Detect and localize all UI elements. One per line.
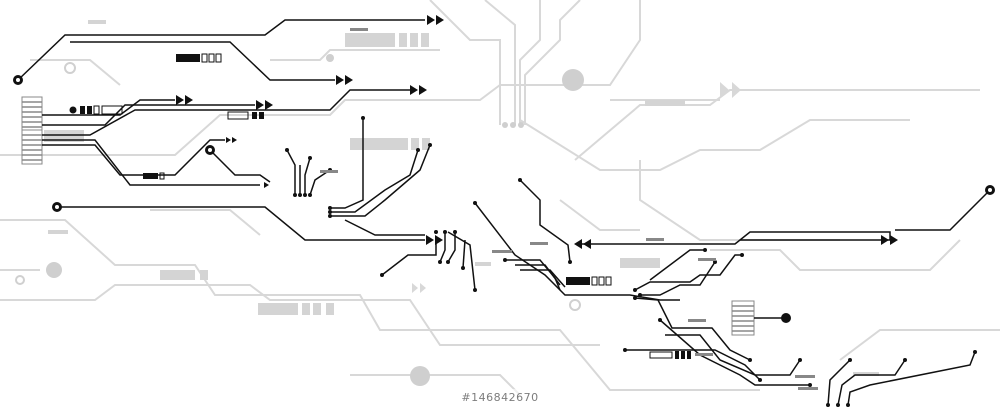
indicator-blocks bbox=[80, 53, 691, 359]
arrow-heads bbox=[176, 15, 898, 249]
light-circles bbox=[15, 62, 581, 311]
dark-traces bbox=[17, 19, 991, 406]
connector-pads-left bbox=[21, 96, 43, 165]
light-pads bbox=[44, 20, 879, 376]
watermark: #146842670 bbox=[0, 377, 1000, 417]
watermark-id: #146842670 bbox=[455, 388, 545, 406]
dark-terminals bbox=[13, 75, 995, 323]
light-traces bbox=[0, 0, 1000, 396]
connector-pad-right bbox=[731, 300, 755, 336]
light-dots bbox=[46, 54, 584, 386]
light-arrows bbox=[412, 82, 741, 293]
tick-marks bbox=[320, 28, 818, 390]
